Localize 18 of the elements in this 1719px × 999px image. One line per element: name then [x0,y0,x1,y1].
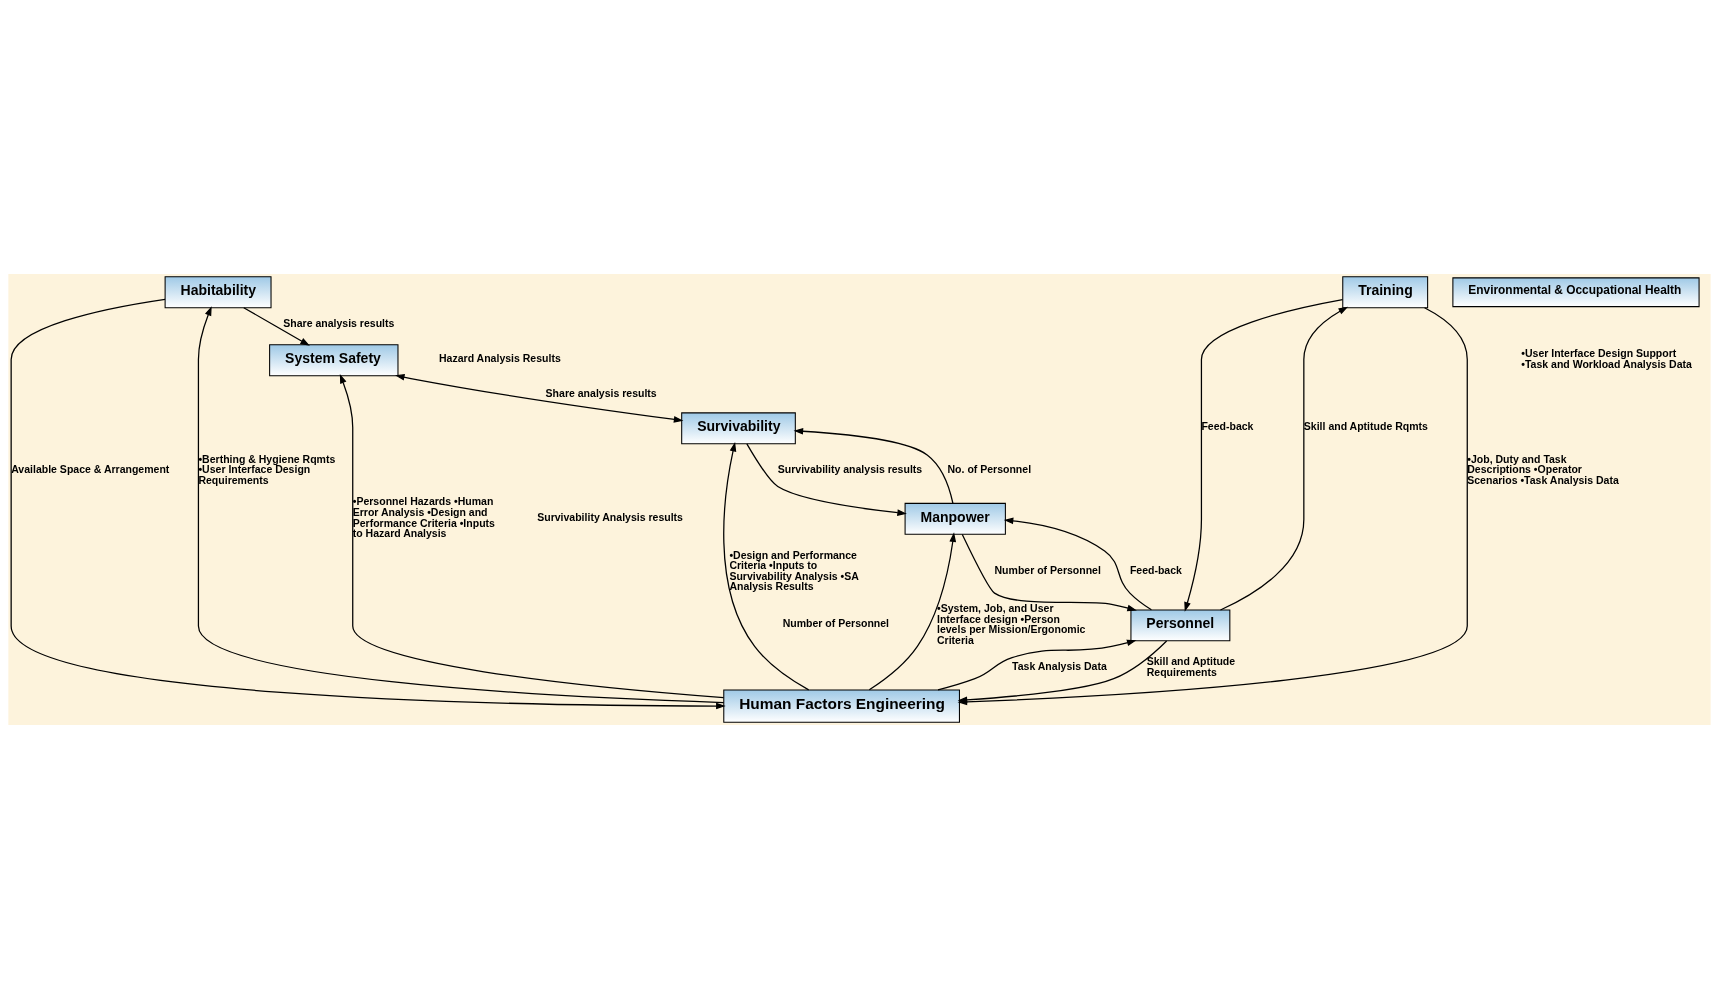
edge-label: •Personnel Hazards •Human Error Analysis •Design and Performance Criteria •Inputs to Hazard Analysis [352,495,495,540]
label: •User Interface Design Support •Task and Workload Analysis Data [1521,347,1692,370]
edge-label: Share analysis results [283,316,395,329]
edge-label: •Berthing & Hygiene Rqmts •User Interface Design Requirements [198,452,336,486]
edge-label: Survivability analysis results [777,462,923,475]
label: Hazard Analysis Results [439,352,561,365]
edge-label: •Design and Performance Criteria •Inputs to Survivability Analysis •SA Analysis Results [729,548,859,593]
label: Number of Personnel [782,617,890,630]
edge-label: •System, Job, and User Interface design •Person levels per Mission/Ergonomic Criteria [937,602,1086,646]
label: Survivability Analysis results [537,510,683,523]
edge-label: Share analysis results [545,387,657,400]
edge-label: Feed-back [1201,420,1254,433]
edge-label: Number of Personnel [994,563,1101,576]
edge-label: Skill and Aptitude Rqmts [1303,420,1428,433]
edge-label: Feed-back [1129,563,1182,576]
edge-label: No. of Personnel [947,462,1032,475]
edge-label: Skill and Aptitude Requirements [1146,655,1236,678]
edge-label: Task Analysis Data [1012,659,1107,672]
